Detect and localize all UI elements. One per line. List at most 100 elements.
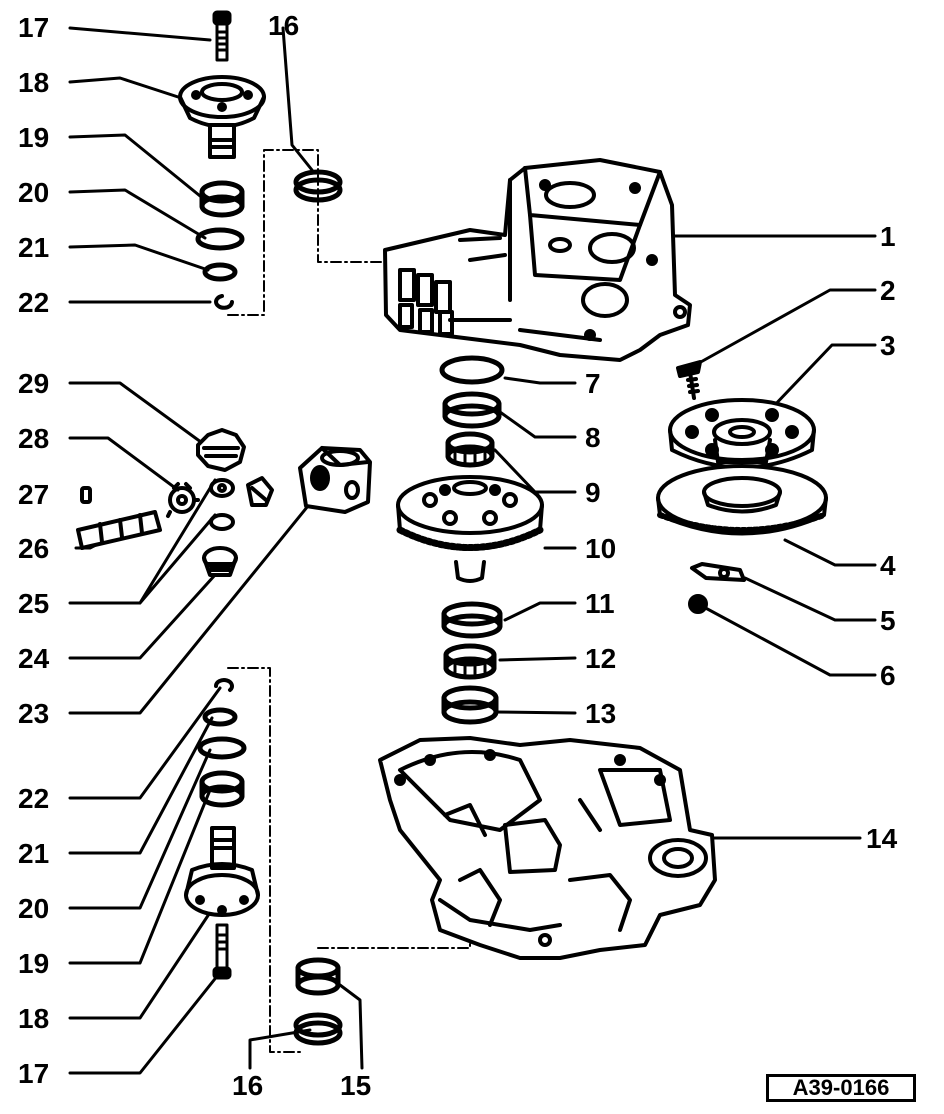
- callout-17-top: 17: [18, 12, 50, 43]
- part-19-bottom: [199, 770, 245, 808]
- callout-27: 27: [18, 479, 50, 510]
- callout-25: 25: [18, 588, 50, 619]
- callout-21-bottom: 21: [18, 838, 50, 869]
- callout-21-top: 21: [18, 232, 50, 263]
- part-9: [445, 431, 495, 468]
- callout-23: 23: [18, 698, 50, 729]
- leader-22-bottom: [68, 686, 222, 800]
- callout-6: 6: [880, 660, 896, 691]
- leader-17-bottom: [68, 968, 224, 1075]
- callout-18-top: 18: [18, 67, 50, 98]
- leader-12: [498, 656, 577, 662]
- callout-22-top: 22: [18, 287, 50, 318]
- leader-15: [338, 983, 364, 1070]
- part-26: [76, 510, 162, 550]
- callout-15: 15: [340, 1070, 372, 1101]
- leader-21-bottom: [68, 716, 214, 855]
- callout-5: 5: [880, 605, 896, 636]
- callout-3: 3: [880, 330, 896, 361]
- part-22-top: [214, 294, 234, 310]
- part-27: [80, 486, 92, 504]
- callout-16-top: 16: [268, 10, 300, 41]
- part-16-bottom: [293, 1012, 343, 1046]
- callout-28: 28: [18, 423, 50, 454]
- part-17-top: [212, 10, 232, 62]
- part-23: [298, 446, 372, 514]
- part-21-top: [202, 262, 238, 282]
- leader-11: [503, 601, 577, 622]
- callout-24: 24: [18, 643, 50, 674]
- leader-7: [503, 376, 577, 385]
- part-8: [442, 391, 502, 429]
- callout-26: 26: [18, 533, 50, 564]
- part-16-top: [293, 169, 343, 203]
- callout-1: 1: [880, 221, 896, 252]
- leader-25: [68, 478, 217, 605]
- callout-7: 7: [585, 368, 601, 399]
- callout-12: 12: [585, 643, 617, 674]
- part-10: [396, 475, 544, 583]
- callout-13: 13: [585, 698, 617, 729]
- part-7: [439, 355, 505, 385]
- leader-3: [768, 343, 877, 412]
- part-13: [441, 685, 499, 725]
- callout-10: 10: [585, 533, 617, 564]
- leader-20-top: [68, 188, 207, 240]
- part-20-top: [195, 227, 245, 251]
- callout-14: 14: [866, 823, 898, 854]
- part-17-bottom: [212, 923, 232, 980]
- part-3: [668, 398, 816, 470]
- part-18-bottom: [184, 826, 260, 917]
- callout-20-top: 20: [18, 177, 50, 208]
- leader-21-top: [68, 243, 210, 272]
- callout-11: 11: [585, 588, 615, 619]
- leader-13: [493, 710, 577, 715]
- part-19-top: [199, 180, 245, 218]
- leader-8: [498, 410, 577, 439]
- callout-16-bottom: 16: [232, 1070, 264, 1101]
- callout-19-bottom: 19: [18, 948, 50, 979]
- part-20-bottom: [197, 736, 247, 760]
- leader-6: [698, 603, 877, 677]
- part-21-bottom: [202, 707, 238, 727]
- leader-lines: [68, 26, 877, 1075]
- part-28: [166, 482, 200, 518]
- callout-2: 2: [880, 275, 896, 306]
- leader-2: [688, 288, 877, 370]
- leader-29: [68, 381, 207, 447]
- callout-18-bottom: 18: [18, 1003, 50, 1034]
- part-2: [676, 360, 702, 400]
- callout-19-top: 19: [18, 122, 50, 153]
- callout-4: 4: [880, 550, 896, 581]
- leader-20-bottom: [68, 748, 212, 910]
- leader-19-top: [68, 133, 207, 202]
- leader-5: [743, 576, 877, 622]
- leader-16-bottom: [248, 1028, 312, 1070]
- part-14: [378, 736, 717, 960]
- part-4: [656, 464, 828, 536]
- callout-8: 8: [585, 422, 601, 453]
- part-12: [443, 643, 497, 680]
- part-24: [202, 546, 238, 577]
- callout-9: 9: [585, 477, 601, 508]
- leader-19-bottom: [68, 788, 212, 965]
- part-side-gear: [246, 476, 274, 507]
- callout-17-bottom: 17: [18, 1058, 50, 1089]
- part-1: [383, 158, 692, 362]
- part-15: [295, 957, 341, 996]
- leader-28: [68, 436, 180, 492]
- leader-23: [68, 483, 327, 715]
- part-29: [196, 428, 246, 472]
- part-11: [441, 601, 503, 639]
- part-5: [690, 562, 746, 582]
- leader-18-bottom: [68, 903, 217, 1020]
- leader-17-top: [68, 26, 212, 42]
- callout-22-bottom: 22: [18, 783, 50, 814]
- part-18-top: [178, 75, 266, 159]
- reference-code: A39-0166: [766, 1074, 916, 1102]
- part-25: [209, 478, 235, 531]
- part-22-bottom: [214, 678, 234, 692]
- leader-4: [783, 538, 877, 567]
